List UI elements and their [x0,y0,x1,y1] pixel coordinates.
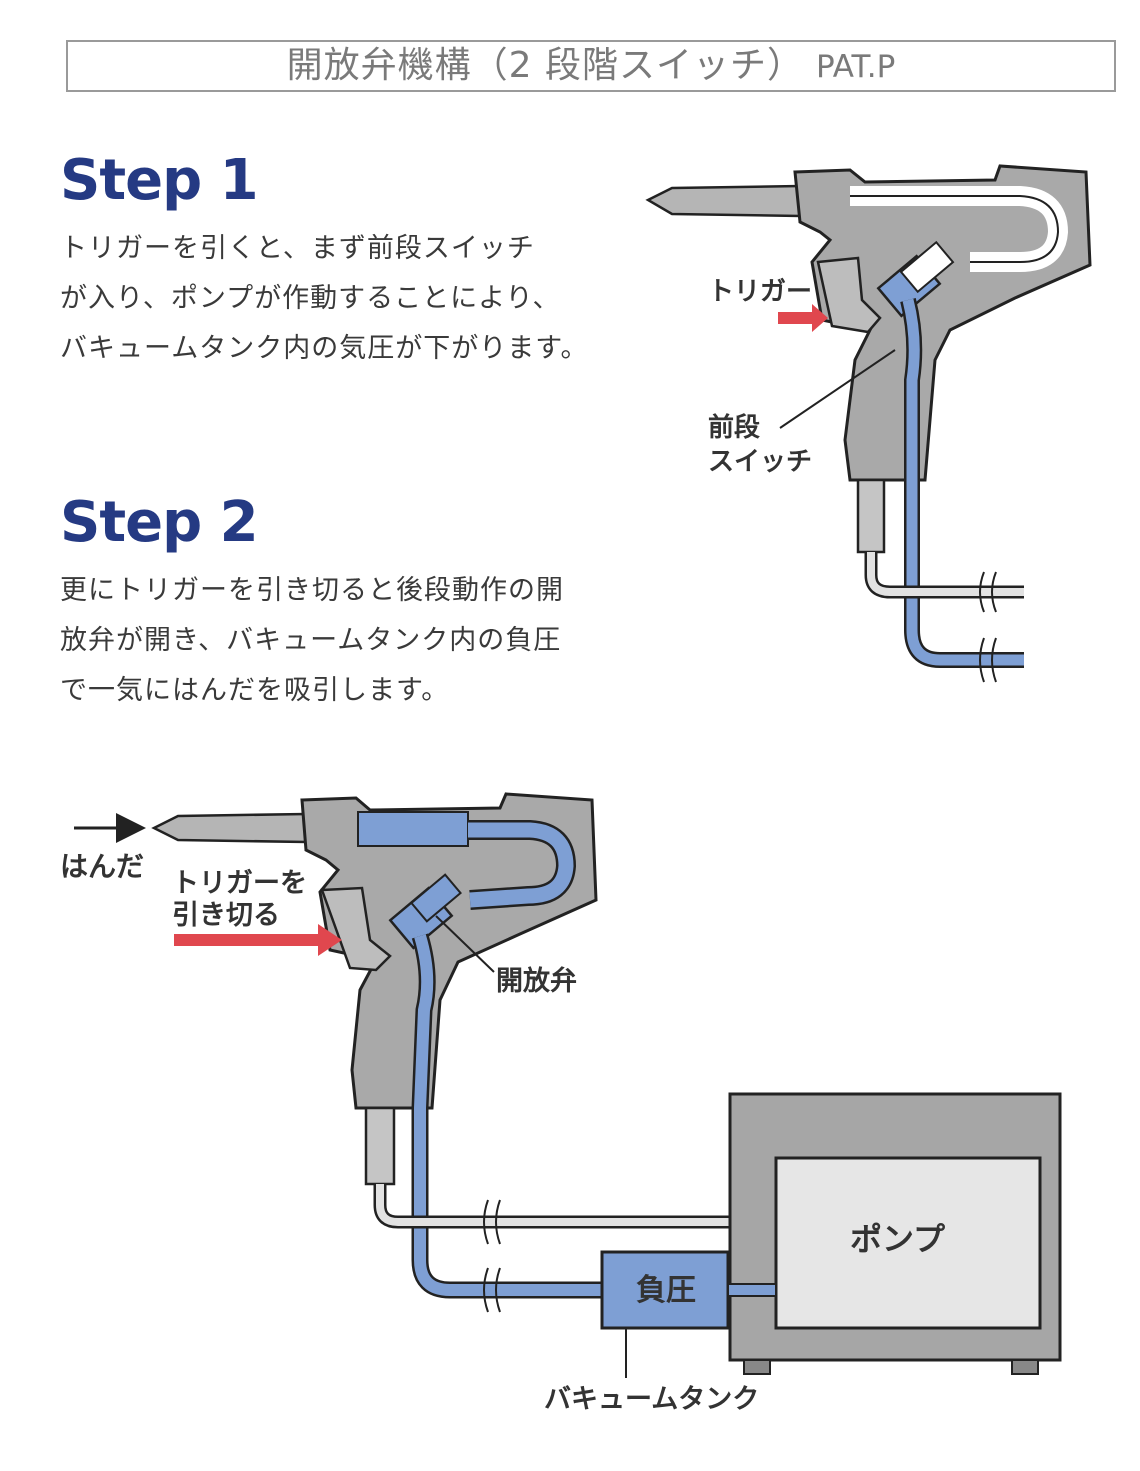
title-box: 開放弁機構（2 段階スイッチ） PAT.P [66,40,1116,92]
step1-nozzle [645,184,802,218]
label-negative-pressure: 負圧 [636,1273,696,1308]
label-pull-trigger-2: 引き切る [172,900,280,931]
label-release-valve: 開放弁 [496,965,577,997]
pump-box [774,1156,1042,1330]
label-pump: ポンプ [850,1220,946,1258]
page-title: 開放弁機構（2 段階スイッチ） [286,45,805,86]
step2-line: で一気にはんだを吸引します。 [60,675,450,706]
step1-gun-diagram [645,164,1092,683]
step2-body: 更にトリガーを引き切ると後段動作の開 放弁が開き、バキュームタンク内の負圧 で一… [60,566,630,716]
step2-gun-body [300,792,598,1110]
label-front-switch-2: スイッチ [708,447,812,477]
step1-gun-body [793,164,1092,482]
step2-nozzle [151,812,308,844]
step2-heading: Step 2 [60,490,259,555]
label-trigger: トリガー [708,277,812,307]
step1-trigger [816,256,882,334]
label-solder: はんだ [60,850,144,883]
label-front-switch-1: 前段 [708,412,760,443]
step2-line: 放弁が開き、バキュームタンク内の負圧 [60,625,562,656]
step2-trigger-arrow [174,924,342,956]
step1-line: トリガーを引くと、まず前段スイッチ [60,233,535,264]
label-pull-trigger-1: トリガーを [172,868,307,899]
step1-heading: Step 1 [60,148,259,213]
step1-line: が入り、ポンプが作動することにより、 [60,283,561,314]
label-vacuum-tank: バキュームタンク [544,1384,759,1415]
step1-line: バキュームタンク内の気圧が下がります。 [60,333,589,364]
step1-trigger-arrow [778,304,828,332]
step1-body: トリガーを引くと、まず前段スイッチ が入り、ポンプが作動することにより、 バキュ… [60,224,630,374]
step2-gun-diagram [74,792,776,1313]
step2-trigger [320,886,392,972]
step2-line: 更にトリガーを引き切ると後段動作の開 [60,575,564,606]
pump-unit [600,1092,1062,1378]
title-suffix: PAT.P [816,49,896,85]
